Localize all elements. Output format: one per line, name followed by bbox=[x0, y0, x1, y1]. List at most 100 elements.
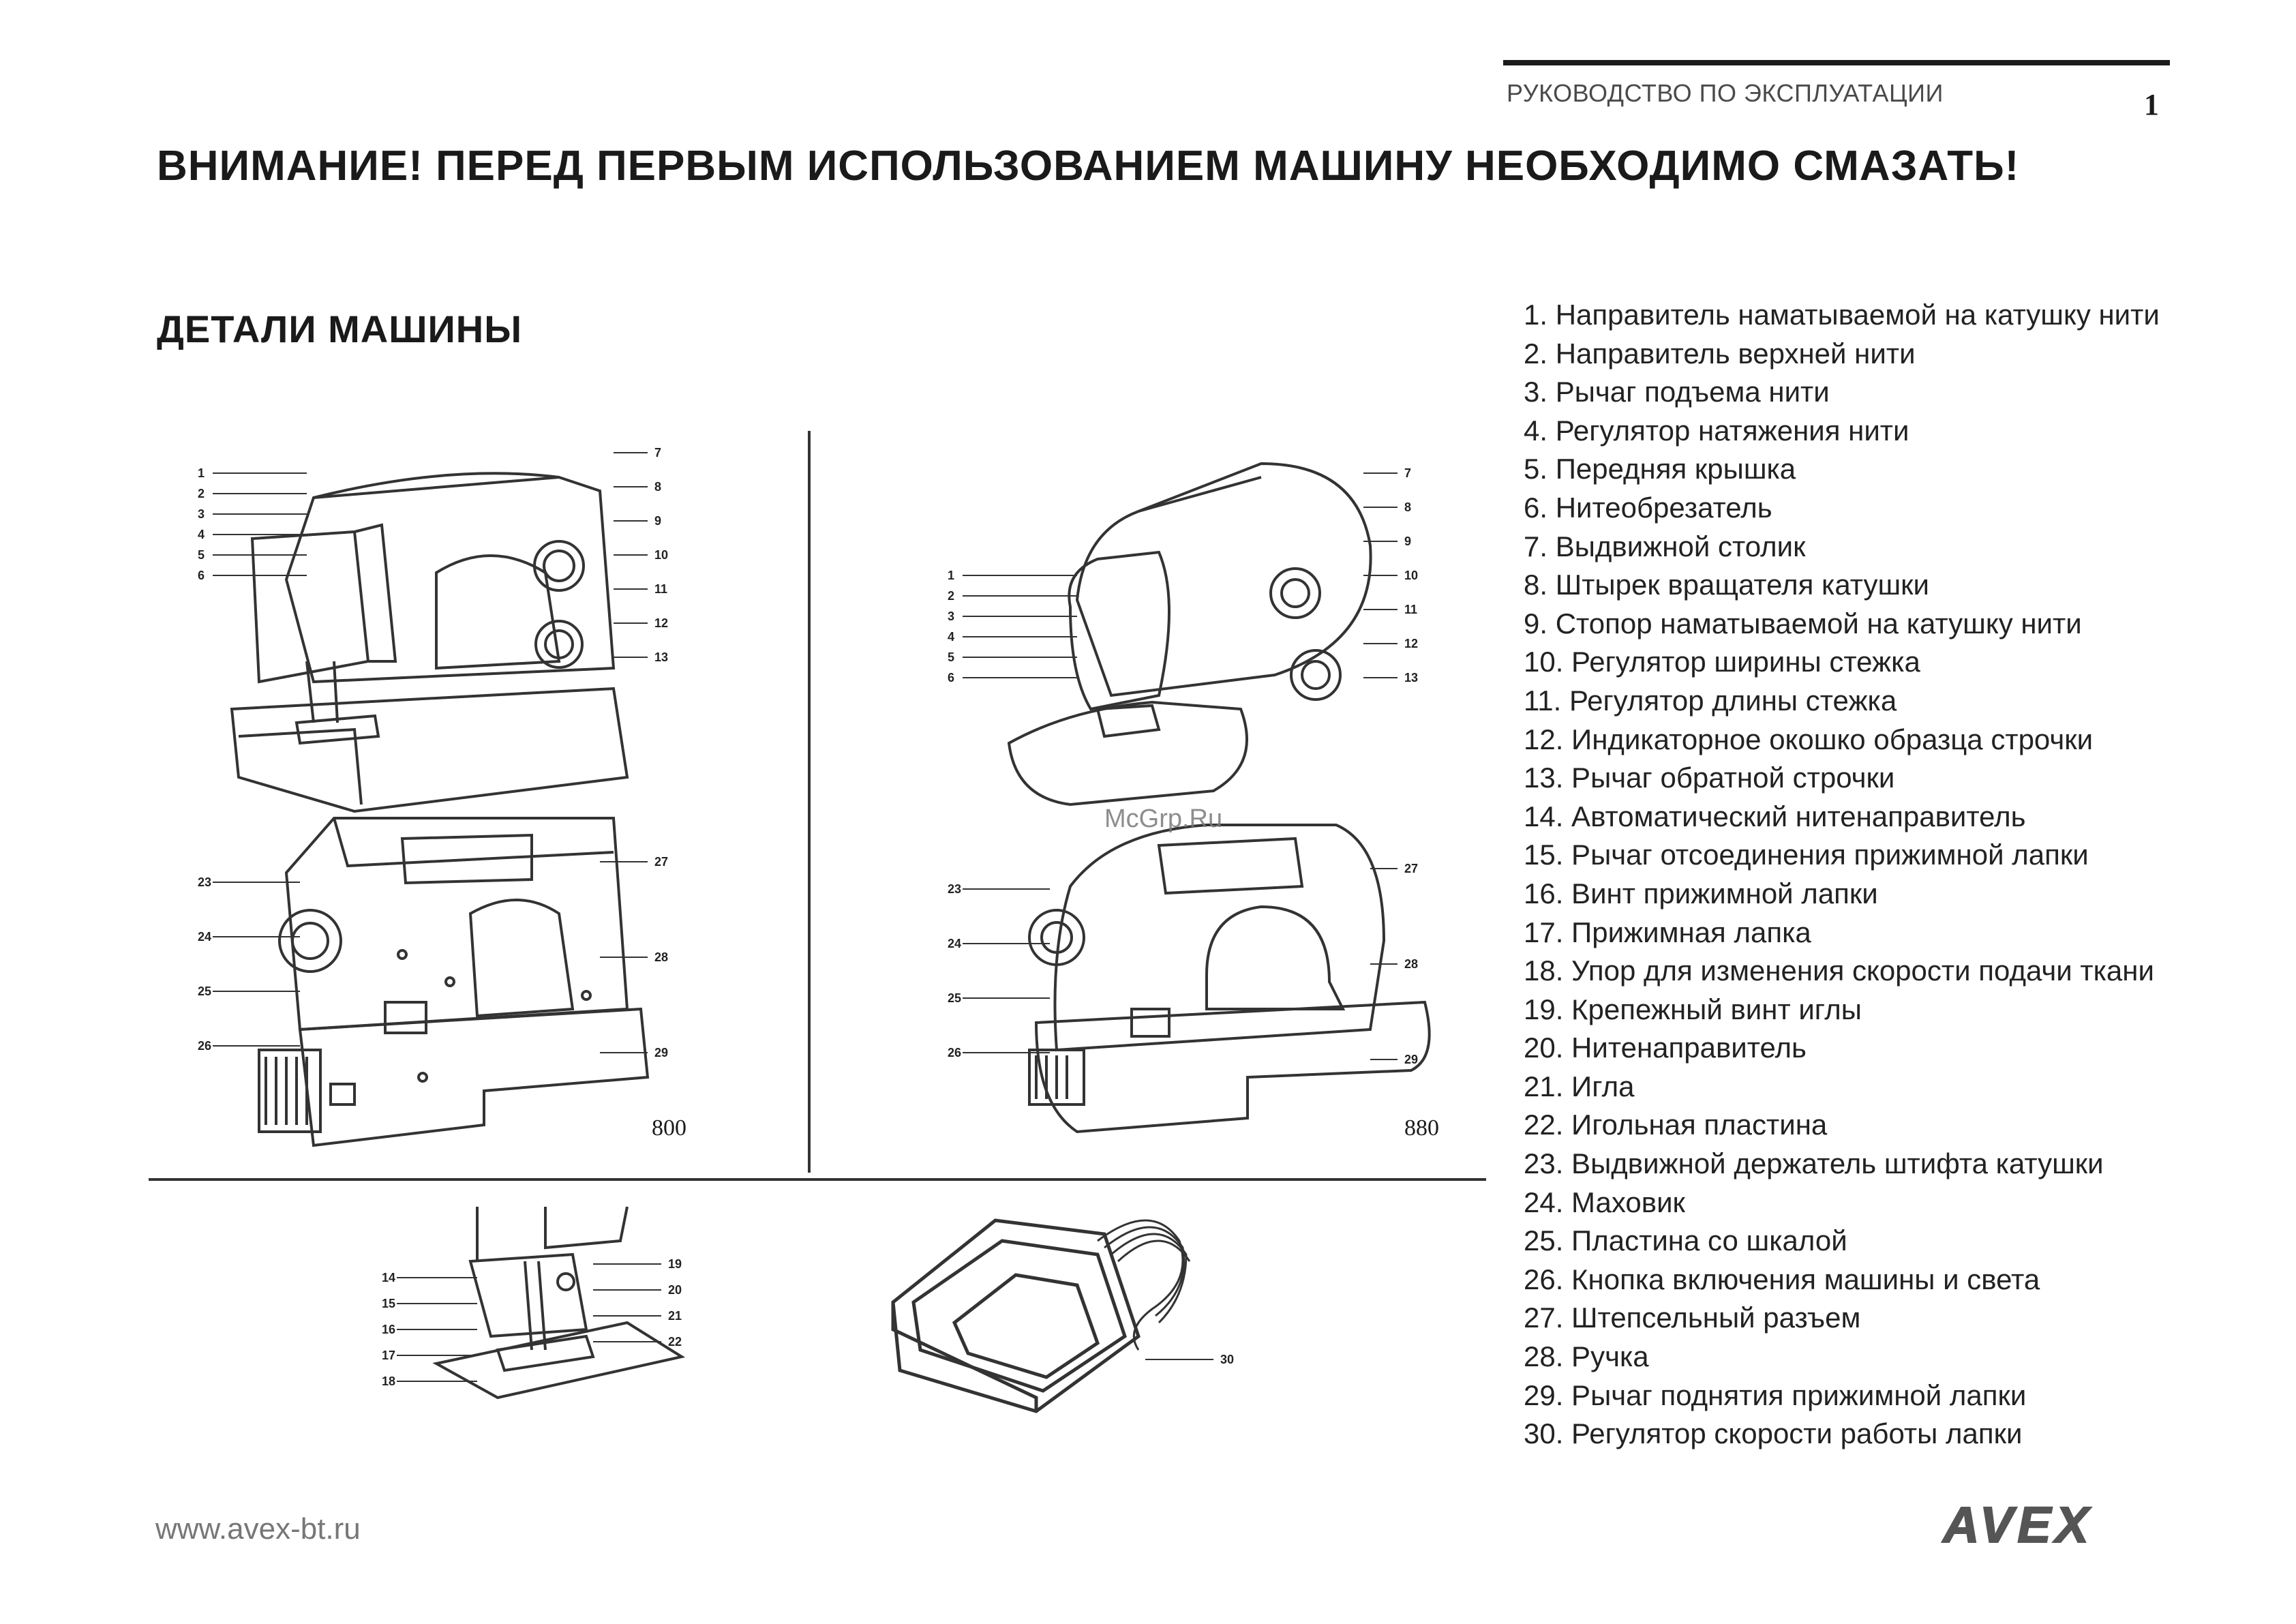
parts-list-item: 2. Направитель верхней нити bbox=[1524, 337, 1916, 370]
callout-number: 19 bbox=[668, 1257, 682, 1271]
callout-number: 1 bbox=[198, 466, 205, 480]
callout-number: 26 bbox=[948, 1046, 961, 1059]
parts-list-item: 16. Винт прижимной лапки bbox=[1524, 877, 1878, 909]
parts-list-item: 4. Регулятор натяжения нити bbox=[1524, 414, 1909, 447]
callout-number: 24 bbox=[198, 930, 211, 944]
parts-list-item: 15. Рычаг отсоединения прижимной лапки bbox=[1524, 839, 2089, 871]
parts-list-item: 1. Направитель наматываемой на катушку н… bbox=[1524, 299, 2160, 331]
callout-number: 7 bbox=[1404, 466, 1411, 480]
parts-list-item: 9. Стопор наматываемой на катушку нити bbox=[1524, 607, 2082, 640]
callout-number: 28 bbox=[1404, 957, 1418, 971]
parts-list-item: 28. Ручка bbox=[1524, 1340, 1649, 1373]
parts-list-item: 23. Выдвижной держатель штифта катушки bbox=[1524, 1147, 2104, 1180]
parts-list-item: 29. Рычаг поднятия прижимной лапки bbox=[1524, 1379, 2027, 1411]
callout-number: 28 bbox=[654, 950, 668, 964]
callout-number: 5 bbox=[948, 650, 954, 664]
parts-list-item: 13. Рычаг обратной строчки bbox=[1524, 762, 1895, 794]
manual-title: РУКОВОДСТВО ПО ЭКСПЛУАТАЦИИ bbox=[1507, 79, 1944, 107]
callout-number: 8 bbox=[654, 480, 661, 494]
callout-number: 26 bbox=[198, 1039, 211, 1053]
foot-pedal-illustration: 30 bbox=[891, 1218, 1234, 1413]
callout-number: 4 bbox=[198, 528, 205, 541]
machine-800-back-illustration: 23 24 25 26 27 28 29 bbox=[198, 817, 668, 1147]
callout-number: 16 bbox=[382, 1323, 395, 1336]
machine-880-back-illustration: 23 24 25 26 27 28 29 bbox=[948, 824, 1431, 1134]
callout-number: 2 bbox=[948, 589, 954, 603]
parts-list-item: 17. Прижимная лапка bbox=[1524, 916, 1811, 948]
callout-number: 14 bbox=[382, 1271, 395, 1284]
parts-list: 1. Направитель наматываемой на катушку н… bbox=[1524, 296, 2160, 1454]
parts-list-item: 26. Кнопка включения машины и света bbox=[1524, 1263, 2040, 1295]
callout-number: 12 bbox=[1404, 637, 1418, 650]
callout-number: 3 bbox=[948, 610, 954, 623]
figure-horizontal-divider bbox=[149, 1178, 1486, 1181]
callout-number: 9 bbox=[654, 514, 661, 528]
callout-number: 20 bbox=[668, 1283, 682, 1297]
figure-vertical-divider bbox=[808, 431, 811, 1173]
callout-number: 21 bbox=[668, 1309, 682, 1323]
callout-number: 23 bbox=[198, 875, 211, 889]
parts-list-item: 8. Штырек вращателя катушки bbox=[1524, 569, 1930, 601]
parts-list-item: 24. Маховик bbox=[1524, 1186, 1685, 1218]
callout-number: 22 bbox=[668, 1335, 682, 1349]
callout-number: 5 bbox=[198, 548, 205, 562]
parts-list-item: 14. Автоматический нитенаправитель bbox=[1524, 800, 2026, 832]
callout-number: 15 bbox=[382, 1297, 395, 1310]
callout-number: 6 bbox=[948, 671, 954, 685]
section-title: ДЕТАЛИ МАШИНЫ bbox=[157, 307, 523, 350]
callout-number: 7 bbox=[654, 446, 661, 460]
watermark: McGrp.Ru bbox=[1104, 805, 1223, 833]
callout-number: 12 bbox=[654, 616, 668, 630]
callout-number: 8 bbox=[1404, 500, 1411, 514]
callout-number: 18 bbox=[382, 1374, 395, 1388]
parts-list-item: 11. Регулятор длины стежка bbox=[1524, 684, 1897, 717]
parts-list-item: 19. Крепежный винт иглы bbox=[1524, 993, 1862, 1025]
callout-number: 4 bbox=[948, 630, 954, 644]
callout-number: 13 bbox=[654, 650, 668, 664]
callout-number: 17 bbox=[382, 1349, 395, 1362]
parts-list-item: 25. Пластина со шкалой bbox=[1524, 1224, 1847, 1257]
page-number: 1 bbox=[2144, 88, 2159, 121]
parts-list-item: 22. Игольная пластина bbox=[1524, 1109, 1828, 1141]
parts-list-item: 21. Игла bbox=[1524, 1070, 1635, 1102]
callout-number: 9 bbox=[1404, 535, 1411, 548]
parts-list-item: 7. Выдвижной столик bbox=[1524, 530, 1806, 562]
presser-foot-illustration: 14 15 16 17 18 19 20 21 22 bbox=[382, 1206, 686, 1400]
callout-number: 25 bbox=[948, 991, 961, 1005]
callout-number: 25 bbox=[198, 984, 211, 998]
parts-list-item: 12. Индикаторное окошко образца строчки bbox=[1524, 723, 2094, 755]
model-label-800: 800 bbox=[652, 1115, 686, 1141]
callout-number: 10 bbox=[1404, 569, 1418, 582]
callout-number: 1 bbox=[948, 569, 954, 582]
parts-list-item: 18. Упор для изменения скорости подачи т… bbox=[1524, 954, 2154, 987]
callout-number: 3 bbox=[198, 507, 205, 521]
callout-number: 30 bbox=[1220, 1353, 1234, 1366]
callout-number: 2 bbox=[198, 487, 205, 500]
parts-list-item: 6. Нитеобрезатель bbox=[1524, 491, 1772, 524]
parts-list-item: 10. Регулятор ширины стежка bbox=[1524, 646, 1920, 678]
callout-number: 13 bbox=[1404, 671, 1418, 685]
callout-number: 23 bbox=[948, 882, 961, 896]
callout-number: 24 bbox=[948, 937, 961, 950]
callout-number: 6 bbox=[198, 569, 205, 582]
parts-list-item: 27. Штепсельный разъем bbox=[1524, 1302, 1861, 1334]
parts-list-item: 5. Передняя крышка bbox=[1524, 453, 1796, 485]
model-label-880: 880 bbox=[1404, 1115, 1439, 1141]
callout-number: 11 bbox=[654, 582, 667, 596]
warning-heading: ВНИМАНИЕ! ПЕРЕД ПЕРВЫМ ИСПОЛЬЗОВАНИЕМ МА… bbox=[157, 142, 2020, 190]
parts-list-item: 30. Регулятор скорости работы лапки bbox=[1524, 1417, 2023, 1450]
website-link[interactable]: www.avex-bt.ru bbox=[155, 1512, 361, 1546]
header-rule bbox=[1503, 60, 2170, 65]
callout-number: 27 bbox=[1404, 862, 1418, 875]
callout-number: 29 bbox=[654, 1046, 668, 1059]
callout-number: 29 bbox=[1404, 1053, 1418, 1066]
svg-text:AVEX: AVEX bbox=[1942, 1500, 2093, 1553]
parts-list-item: 20. Нитенаправитель bbox=[1524, 1032, 1807, 1064]
avex-logo: AVEX bbox=[1941, 1500, 2093, 1554]
parts-list-item: 3. Рычаг подъема нити bbox=[1524, 376, 1830, 408]
callout-number: 11 bbox=[1404, 603, 1417, 616]
callout-number: 27 bbox=[654, 855, 668, 869]
callout-number: 10 bbox=[654, 548, 668, 562]
